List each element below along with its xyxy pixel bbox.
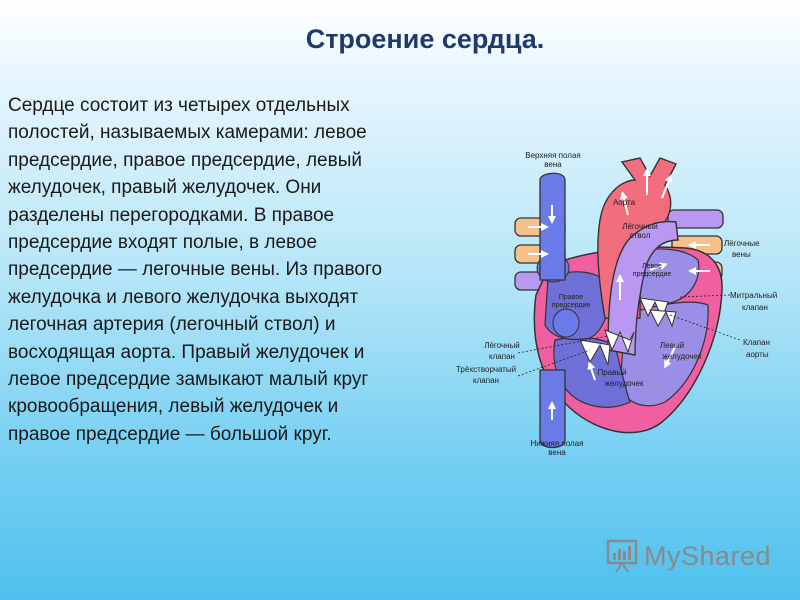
pulmonary-trunk (607, 220, 679, 356)
label-aortic-valve-1: Клапан (743, 338, 770, 347)
slide-body-text: Сердце состоит из четырех отдельных поло… (8, 95, 383, 445)
label-ivc-1: Нижняя полая (531, 439, 584, 448)
heart-valves (579, 297, 677, 366)
label-right-atrium-1: Правое (559, 294, 583, 301)
label-aorta: Аорта (613, 198, 636, 207)
label-svc-1: Верхняя полая (525, 151, 581, 160)
label-pulm-veins-2: вены (732, 250, 751, 259)
label-pulm-valve-1: Лёгочный (484, 341, 520, 350)
watermark-text: MyShared (644, 540, 772, 571)
label-pulm-trunk-1: Лёгочный (622, 222, 658, 231)
label-tricuspid-2: клапан (473, 376, 499, 385)
label-aortic-valve-2: аорты (746, 350, 769, 359)
label-mitral-1: Митральный (730, 291, 777, 300)
label-mitral-2: клапан (742, 303, 768, 312)
label-leader-lines (517, 294, 741, 377)
label-pulm-veins-1: Лёгочные (724, 239, 760, 248)
label-pulm-valve-2: клапан (489, 352, 515, 361)
left-ventricle (619, 301, 709, 407)
label-ivc-2: вена (548, 448, 566, 457)
label-left-ventricle-1: Левый (660, 341, 684, 350)
blood-flow-arrows (528, 168, 710, 420)
label-right-ventricle-1: Правый (597, 368, 626, 377)
label-left-ventricle-2: желудочек (663, 352, 702, 361)
label-left-atrium-2: предсердие (633, 271, 672, 278)
presentation-board-icon (606, 539, 638, 573)
label-left-atrium-1: Левое (642, 263, 662, 270)
label-right-ventricle-2: желудочек (605, 379, 644, 388)
slide-title: Строение сердца. (305, 24, 545, 54)
label-pulm-trunk-2: ствол (630, 231, 651, 240)
label-tricuspid-1: Трёхстворчатый (456, 365, 516, 374)
label-svc-2: вена (544, 160, 562, 169)
myshared-watermark: MyShared (606, 536, 771, 576)
label-right-atrium-2: предсердие (552, 302, 591, 309)
heart-diagram: Верхняя полая вена Аорта Лёгочный ствол … (456, 151, 777, 457)
